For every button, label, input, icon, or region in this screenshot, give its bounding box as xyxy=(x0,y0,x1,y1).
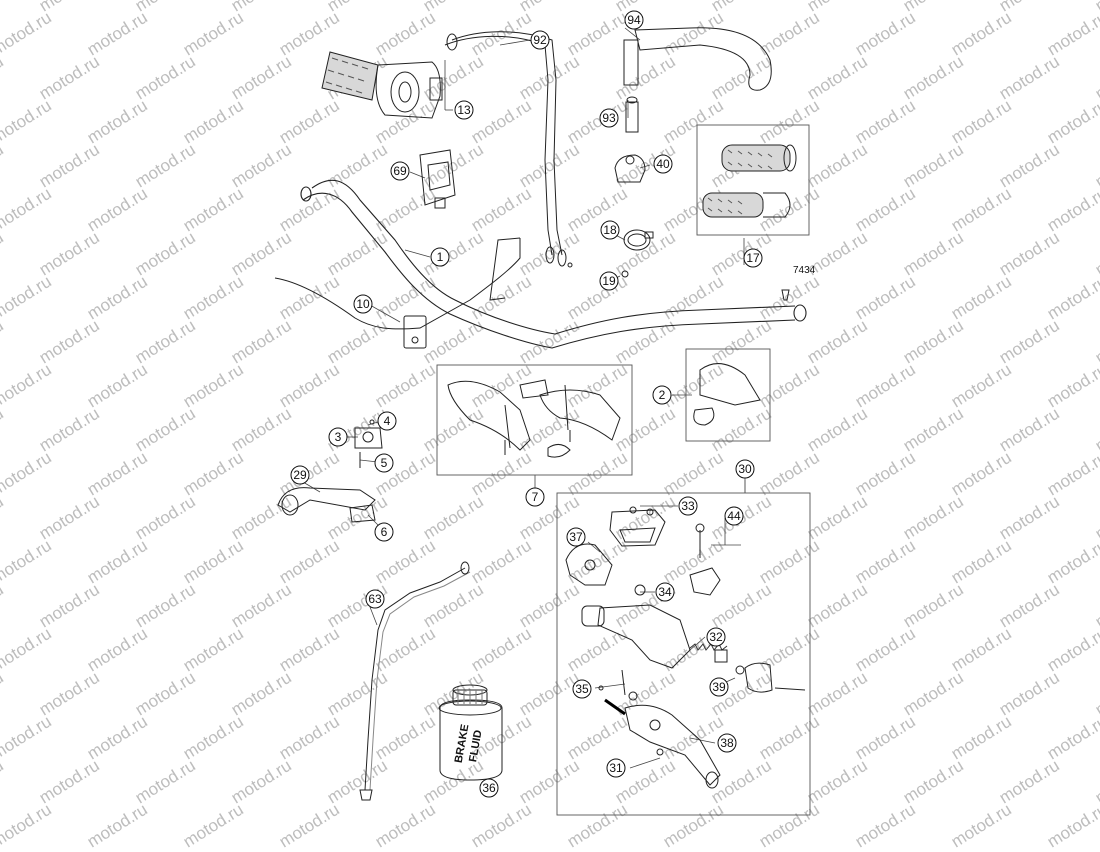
callout-2: 2 xyxy=(652,385,672,405)
svg-text:44: 44 xyxy=(727,509,741,523)
clamp-40 xyxy=(614,154,646,183)
svg-text:1: 1 xyxy=(437,250,444,264)
svg-text:6: 6 xyxy=(381,525,388,539)
svg-text:18: 18 xyxy=(603,223,617,237)
svg-text:17: 17 xyxy=(746,251,760,265)
svg-text:10: 10 xyxy=(356,297,370,311)
svg-text:13: 13 xyxy=(457,103,471,117)
brake-master-cylinder xyxy=(565,506,806,789)
svg-text:69: 69 xyxy=(393,164,407,178)
clutch-cable xyxy=(359,561,471,801)
callout-markers: 94 92 13 93 40 69 18 1 17 19 10 2 4 3 5 … xyxy=(290,10,763,798)
callout-93: 93 xyxy=(599,108,619,128)
callout-36: 36 xyxy=(479,778,499,798)
callout-39: 39 xyxy=(709,677,729,697)
callout-69: 69 xyxy=(390,161,410,181)
callout-34: 34 xyxy=(655,582,675,602)
svg-text:94: 94 xyxy=(627,13,641,27)
svg-text:19: 19 xyxy=(602,274,616,288)
callout-35: 35 xyxy=(572,679,592,699)
callout-3: 3 xyxy=(328,427,348,447)
callout-94: 94 xyxy=(624,10,644,30)
svg-text:93: 93 xyxy=(602,111,616,125)
svg-text:29: 29 xyxy=(293,468,307,482)
svg-text:FLUID: FLUID xyxy=(467,729,484,763)
diagram-code: 7434 xyxy=(793,265,816,276)
svg-text:31: 31 xyxy=(609,761,623,775)
callout-4: 4 xyxy=(377,411,397,431)
handguards xyxy=(447,379,621,458)
svg-text:32: 32 xyxy=(709,630,723,644)
exploded-parts-diagram: 94 92 13 93 40 69 18 1 17 19 10 2 4 3 5 … xyxy=(274,10,816,816)
callout-38: 38 xyxy=(717,733,737,753)
grips-pair xyxy=(702,144,797,218)
callout-29: 29 xyxy=(290,465,310,485)
callout-10: 10 xyxy=(353,294,373,314)
callout-1: 1 xyxy=(430,247,450,267)
svg-text:37: 37 xyxy=(569,530,583,544)
callout-17: 17 xyxy=(743,248,763,268)
callout-33: 33 xyxy=(678,496,698,516)
svg-text:4: 4 xyxy=(384,414,391,428)
grips-box xyxy=(696,124,810,236)
svg-text:63: 63 xyxy=(368,592,382,606)
handguards-box xyxy=(436,364,633,476)
callout-44: 44 xyxy=(724,506,744,526)
callout-18: 18 xyxy=(600,220,620,240)
handguard-mount-box xyxy=(685,348,771,442)
svg-text:2: 2 xyxy=(659,388,666,402)
svg-text:33: 33 xyxy=(681,499,695,513)
svg-text:35: 35 xyxy=(575,682,589,696)
throttle-cables xyxy=(444,31,573,268)
svg-text:39: 39 xyxy=(712,680,726,694)
svg-text:92: 92 xyxy=(533,33,547,47)
handlebar xyxy=(300,179,807,349)
hot-start-lever xyxy=(623,27,772,133)
switch-69 xyxy=(419,149,456,209)
callout-40: 40 xyxy=(653,154,673,174)
jar-label: BRAKE FLUID xyxy=(453,723,485,764)
handguard-mount xyxy=(693,363,761,426)
callout-5: 5 xyxy=(374,453,394,473)
callout-92: 92 xyxy=(530,30,550,50)
callout-37: 37 xyxy=(566,527,586,547)
nut-19 xyxy=(621,270,629,278)
callout-32: 32 xyxy=(706,627,726,647)
callout-31: 31 xyxy=(606,758,626,778)
brake-assembly-box xyxy=(556,492,811,816)
callout-19: 19 xyxy=(599,271,619,291)
svg-text:3: 3 xyxy=(335,430,342,444)
svg-text:34: 34 xyxy=(658,585,672,599)
callout-7: 7 xyxy=(525,487,545,507)
callout-13: 13 xyxy=(454,100,474,120)
callout-63: 63 xyxy=(365,589,385,609)
clamp-3-4-5 xyxy=(354,419,383,468)
svg-text:5: 5 xyxy=(381,456,388,470)
svg-text:7: 7 xyxy=(532,490,539,504)
hose-clamp-18 xyxy=(623,229,654,251)
small-plug xyxy=(781,289,790,301)
clutch-lever xyxy=(277,487,376,523)
svg-text:38: 38 xyxy=(720,736,734,750)
kill-switch-10 xyxy=(274,237,521,349)
throttle-grip xyxy=(321,51,443,119)
group-boxes xyxy=(436,124,811,816)
svg-text:40: 40 xyxy=(656,157,670,171)
callout-6: 6 xyxy=(374,522,394,542)
svg-text:36: 36 xyxy=(482,781,496,795)
callout-30: 30 xyxy=(735,459,755,479)
svg-text:30: 30 xyxy=(738,462,752,476)
brake-fluid-bottle xyxy=(438,684,503,781)
